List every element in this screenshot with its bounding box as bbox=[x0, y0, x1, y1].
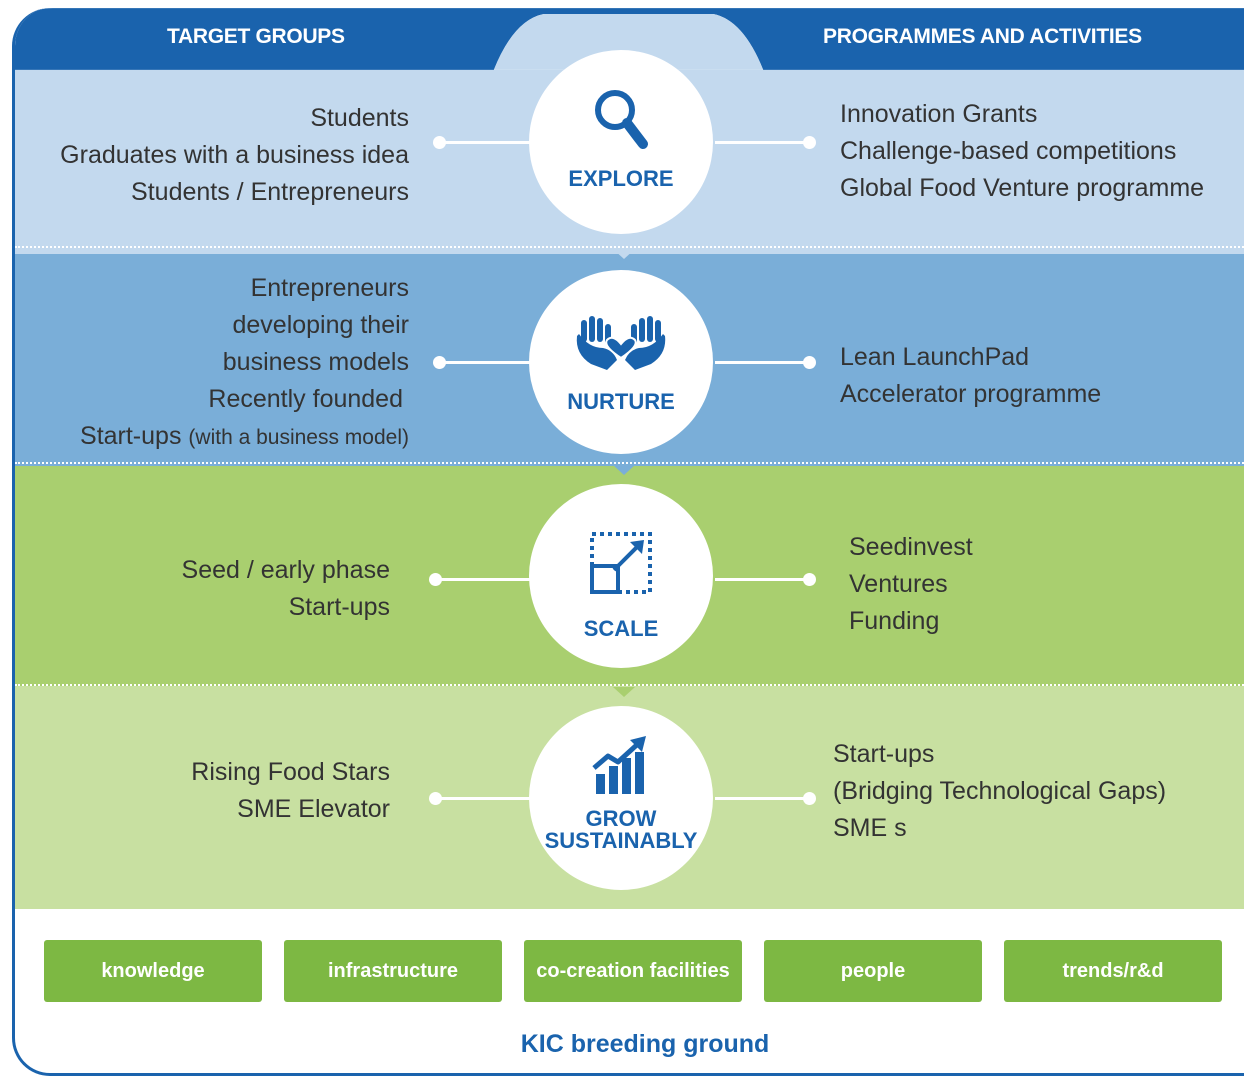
programme-item: (Bridging Technological Gaps) bbox=[833, 777, 1167, 805]
explore-programmes: Innovation Grants Challenge-based compet… bbox=[840, 96, 1204, 207]
connector-line bbox=[715, 141, 809, 144]
connector-line bbox=[715, 797, 809, 800]
connector-dot bbox=[803, 136, 816, 149]
resize-arrow-icon bbox=[590, 532, 652, 594]
explore-target-groups: Students Graduates with a business idea … bbox=[60, 100, 409, 211]
target-group-item: Rising Food Stars bbox=[191, 758, 390, 786]
programme-item: Seedinvest bbox=[849, 533, 973, 561]
target-group-item: business models bbox=[222, 348, 409, 376]
explore-label: EXPLORE bbox=[568, 166, 674, 191]
nurture-label: NURTURE bbox=[567, 389, 675, 414]
magnifier-icon bbox=[595, 90, 648, 149]
programme-item: Challenge-based competitions bbox=[840, 137, 1177, 165]
breeding-ground-caption: KIC breeding ground bbox=[520, 1030, 770, 1058]
nurture-circle: NURTURE bbox=[529, 270, 713, 454]
growth-chart-icon bbox=[592, 736, 646, 794]
connector-dot bbox=[803, 573, 816, 586]
programme-item: SME s bbox=[833, 814, 907, 842]
diagram-frame: TARGET GROUPS PROGRAMMES AND ACTIVITIES … bbox=[12, 8, 1244, 1076]
target-group-item: developing their bbox=[232, 311, 409, 339]
target-group-item: Seed / early phase bbox=[181, 556, 390, 584]
target-group-item: Entrepreneurs bbox=[250, 274, 409, 302]
divider-nurture-scale bbox=[15, 462, 1244, 464]
notch-nurture bbox=[613, 465, 635, 475]
programme-item: Funding bbox=[849, 607, 940, 635]
breeding-item-infrastructure: infrastructure bbox=[284, 940, 502, 1002]
programme-item: Accelerator programme bbox=[840, 380, 1102, 408]
programme-item: Start-ups bbox=[833, 740, 935, 768]
target-group-item: Students bbox=[310, 104, 409, 132]
breeding-item-people: people bbox=[764, 940, 982, 1002]
explore-circle: EXPLORE bbox=[529, 50, 713, 234]
divider-explore-nurture bbox=[15, 246, 1244, 248]
connector-line bbox=[435, 797, 539, 800]
programme-item: Lean LaunchPad bbox=[840, 343, 1030, 371]
scale-label: SCALE bbox=[583, 616, 659, 641]
nurture-target-groups: Entrepreneurs developing their business … bbox=[80, 270, 409, 456]
connector-line bbox=[435, 578, 539, 581]
connector-dot bbox=[803, 356, 816, 369]
connector-dot bbox=[803, 792, 816, 805]
connector-line bbox=[715, 361, 809, 364]
target-group-item-startups: Start-ups (with a business model) bbox=[80, 418, 409, 456]
programme-item: Global Food Venture programme bbox=[840, 174, 1205, 202]
scale-target-groups: Seed / early phase Start-ups bbox=[182, 552, 390, 626]
target-group-item: Recently founded bbox=[208, 385, 403, 413]
nurture-programmes: Lean LaunchPad Accelerator programme bbox=[840, 339, 1101, 413]
target-group-item: Students / Entrepreneurs bbox=[131, 178, 409, 206]
startups-label: Start-ups bbox=[80, 422, 182, 450]
grow-programmes: Start-ups (Bridging Technological Gaps) … bbox=[833, 736, 1166, 847]
grow-target-groups: Rising Food Stars SME Elevator bbox=[191, 754, 390, 828]
notch-scale bbox=[613, 687, 635, 697]
grow-circle: GROW SUSTAINABLY bbox=[529, 706, 713, 890]
connector-line bbox=[439, 361, 539, 364]
programme-item: Ventures bbox=[849, 570, 948, 598]
startups-note: (with a business model) bbox=[188, 426, 409, 449]
grow-label-line1: GROW bbox=[585, 806, 657, 831]
breeding-item-knowledge: knowledge bbox=[44, 940, 262, 1002]
connector-line bbox=[439, 141, 539, 144]
breeding-item-co-creation: co-creation facilities bbox=[524, 940, 742, 1002]
hands-heart-icon bbox=[576, 316, 666, 370]
grow-label-line2: SUSTAINABLY bbox=[544, 828, 698, 853]
header-bar bbox=[15, 8, 1244, 70]
programme-item: Innovation Grants bbox=[840, 100, 1038, 128]
notch-explore bbox=[613, 249, 635, 259]
scale-circle: SCALE bbox=[529, 484, 713, 668]
divider-scale-grow bbox=[15, 684, 1244, 686]
target-group-item: Graduates with a business idea bbox=[60, 141, 409, 169]
target-group-item: Start-ups bbox=[288, 593, 390, 621]
programmes-header: PROGRAMMES AND ACTIVITIES bbox=[823, 25, 1142, 48]
breeding-item-trends: trends/r&d bbox=[1004, 940, 1222, 1002]
connector-line bbox=[715, 578, 809, 581]
target-group-item: SME Elevator bbox=[237, 795, 390, 823]
target-groups-header: TARGET GROUPS bbox=[167, 25, 345, 48]
scale-programmes: Seedinvest Ventures Funding bbox=[849, 529, 973, 640]
